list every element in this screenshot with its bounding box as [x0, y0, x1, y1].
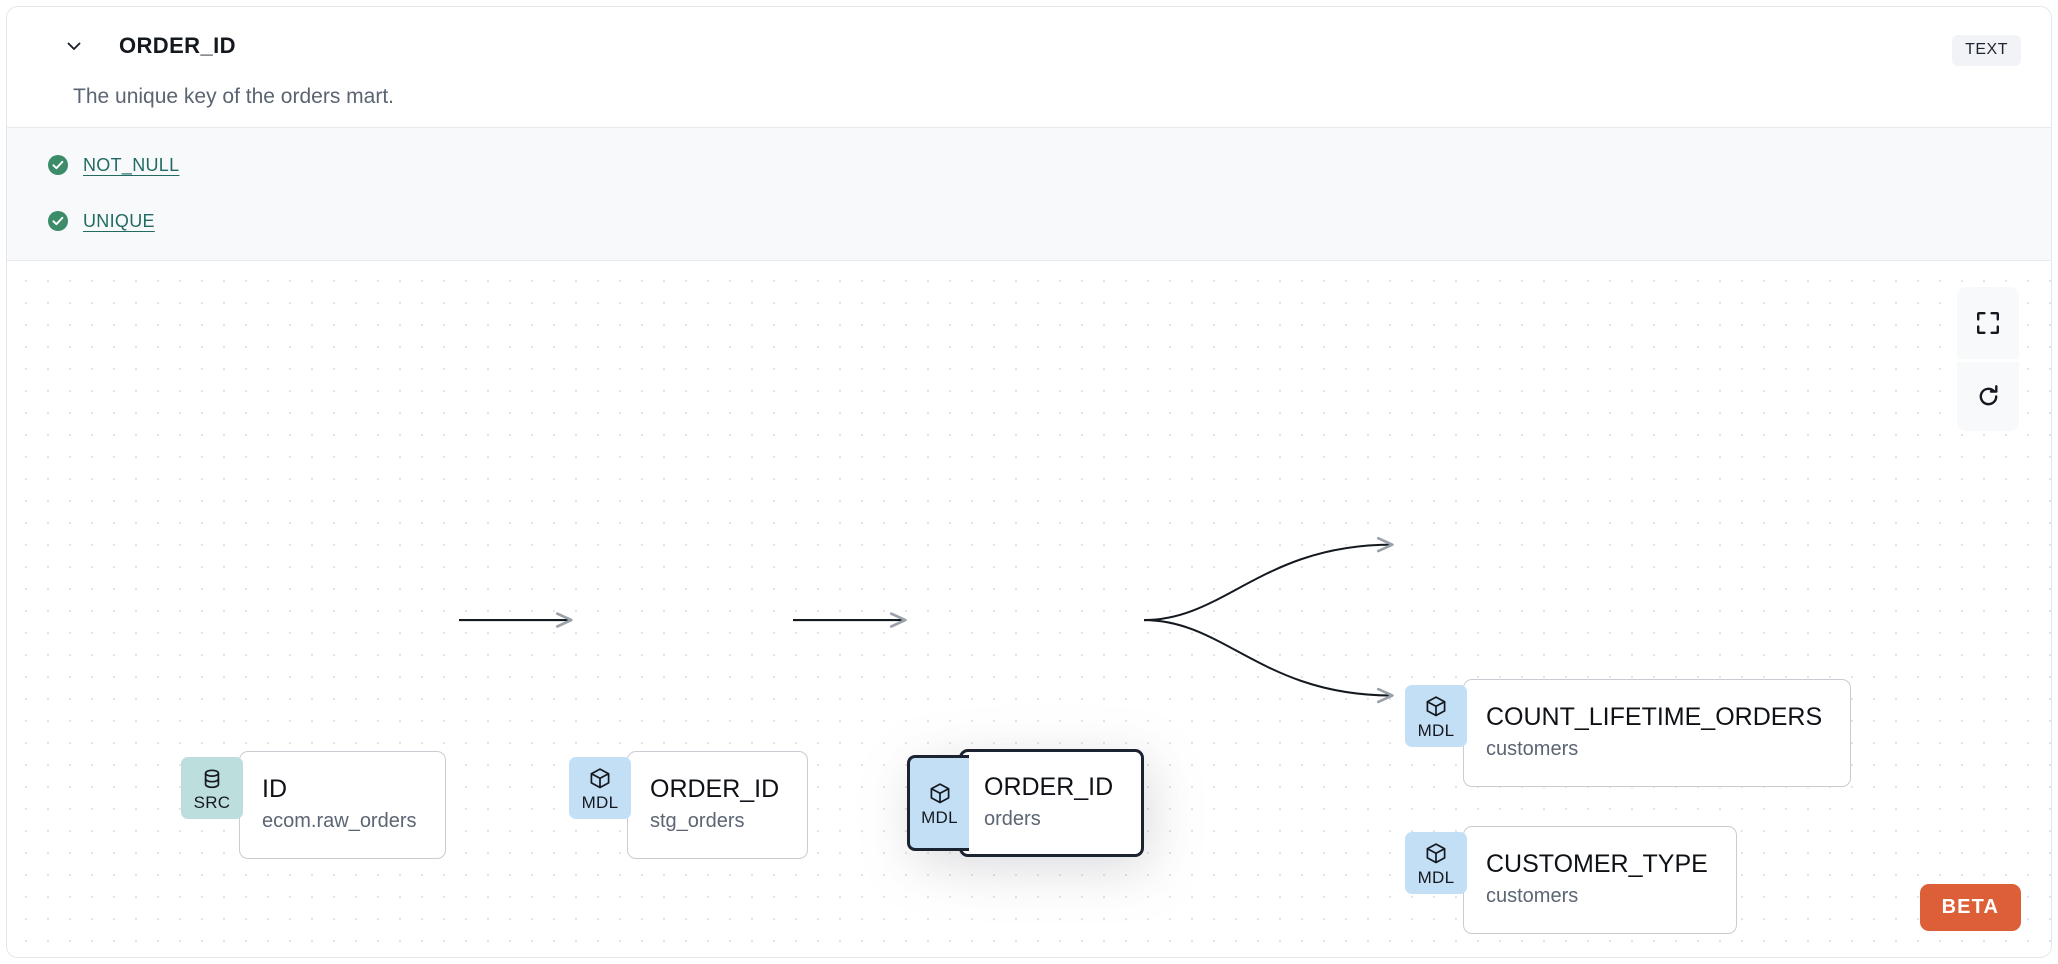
tests-section: NOT_NULL UNIQUE	[7, 127, 2051, 261]
refresh-button[interactable]	[1957, 359, 2019, 431]
lineage-node-mdl-orders[interactable]: MDL ORDER_ID orders	[907, 749, 1145, 857]
node-body: COUNT_LIFETIME_ORDERS customers	[1463, 679, 1852, 787]
node-name: ID	[262, 775, 287, 804]
node-badge-mdl: MDL	[569, 757, 631, 819]
header-title-row: ORDER_ID	[37, 29, 2023, 63]
column-type-badge: TEXT	[1952, 35, 2021, 66]
card-header: ORDER_ID TEXT The unique key of the orde…	[7, 7, 2051, 127]
node-name: CUSTOMER_TYPE	[1486, 850, 1708, 879]
node-badge-label: MDL	[581, 793, 619, 812]
fit-view-button[interactable]	[1957, 287, 2019, 359]
node-body: ID ecom.raw_orders	[239, 751, 446, 859]
cube-icon	[1426, 843, 1446, 864]
node-body: CUSTOMER_TYPE customers	[1463, 826, 1737, 934]
node-subtitle: customers	[1486, 884, 1579, 907]
refresh-icon	[1979, 385, 1997, 406]
test-link-unique[interactable]: UNIQUE	[83, 210, 155, 231]
node-badge-src: SRC	[181, 757, 243, 819]
check-circle-icon	[47, 210, 69, 232]
node-badge-label: MDL	[921, 808, 958, 827]
node-subtitle: ecom.raw_orders	[262, 809, 417, 832]
test-row: UNIQUE	[47, 206, 2051, 236]
column-description: The unique key of the orders mart.	[73, 85, 394, 108]
fit-screen-icon	[1977, 312, 1999, 334]
database-icon	[204, 769, 220, 789]
node-badge-label: MDL	[1417, 868, 1455, 887]
column-detail-card: ORDER_ID TEXT The unique key of the orde…	[6, 6, 2052, 958]
cube-icon	[590, 768, 610, 789]
lineage-node-mdl-count-lifetime-orders[interactable]: MDL COUNT_LIFETIME_ORDERS customers	[1405, 679, 1852, 787]
node-subtitle: orders	[984, 807, 1041, 830]
canvas-controls	[1957, 287, 2019, 431]
node-body: ORDER_ID stg_orders	[627, 751, 809, 859]
lineage-canvas[interactable]: SRC ID ecom.raw_orders MDL	[7, 261, 2051, 957]
cube-icon	[1426, 696, 1446, 717]
chevron-down-icon[interactable]	[59, 31, 89, 61]
test-link-not-null[interactable]: NOT_NULL	[83, 154, 180, 175]
check-circle-icon	[47, 154, 69, 176]
beta-badge[interactable]: BETA	[1919, 884, 2021, 931]
node-subtitle: stg_orders	[650, 809, 745, 832]
test-row: NOT_NULL	[47, 150, 2051, 180]
node-name: ORDER_ID	[984, 773, 1114, 802]
cube-icon	[930, 783, 949, 804]
node-body: ORDER_ID orders	[959, 749, 1145, 857]
edge-orders-to-customer-type	[1143, 619, 1392, 695]
node-badge-label: SRC	[193, 793, 231, 812]
node-name: ORDER_ID	[650, 775, 780, 804]
node-badge-mdl: MDL	[1405, 832, 1467, 894]
node-badge-mdl: MDL	[1405, 685, 1467, 747]
lineage-node-mdl-customer-type[interactable]: MDL CUSTOMER_TYPE customers	[1405, 826, 1737, 934]
page-title: ORDER_ID	[119, 33, 236, 58]
node-badge-mdl: MDL	[907, 755, 969, 851]
node-subtitle: customers	[1486, 737, 1579, 760]
lineage-node-src-id[interactable]: SRC ID ecom.raw_orders	[181, 751, 446, 859]
node-badge-label: MDL	[1417, 721, 1455, 740]
edge-orders-to-count-lifetime-orders	[1143, 545, 1392, 622]
lineage-node-mdl-stg-orders[interactable]: MDL ORDER_ID stg_orders	[569, 751, 809, 859]
node-name: COUNT_LIFETIME_ORDERS	[1486, 703, 1823, 732]
